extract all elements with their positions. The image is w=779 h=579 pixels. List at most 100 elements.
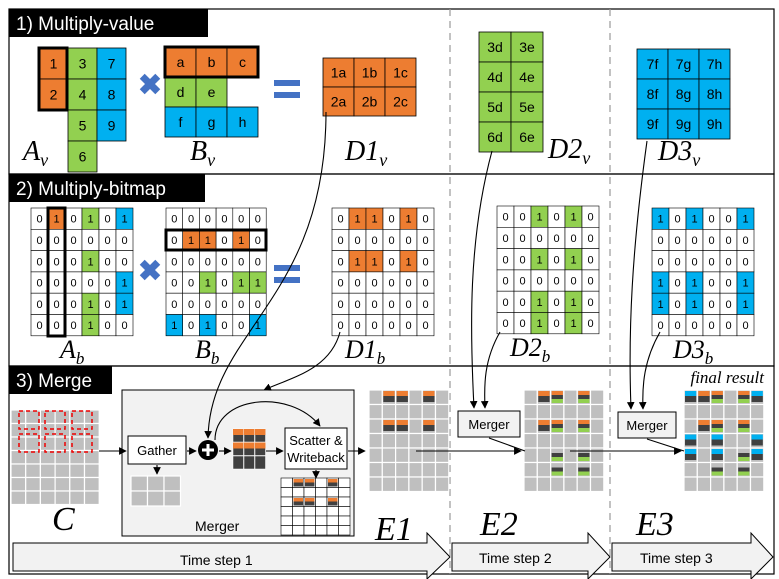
grid-cell-fill [711, 434, 723, 440]
grid-cell-fill [551, 424, 563, 428]
bit-cell-text: 0 [205, 299, 211, 311]
scatter-fill-bot [305, 501, 315, 506]
bit-cell-text: 0 [708, 278, 714, 290]
grid-cell [69, 476, 86, 492]
bit-cell-text: 0 [121, 256, 127, 268]
scatter-cell [280, 506, 293, 517]
grid-cell [54, 422, 71, 438]
bit-cell-text: 0 [238, 256, 244, 268]
scatter-cell [315, 515, 328, 526]
grid-cell [130, 490, 149, 507]
bit-cell-text: 1 [570, 254, 576, 266]
bit-cell-text: 1 [121, 214, 127, 226]
arrow-D1b-to-merger [263, 331, 341, 391]
bit-cell-text: 0 [221, 299, 227, 311]
scatter-cell [280, 525, 293, 536]
grid-cell [723, 461, 738, 478]
bit-cell-text: 0 [121, 320, 127, 332]
gather-region-marker [18, 433, 40, 453]
grid-cell [683, 403, 698, 420]
grid-cell [589, 476, 605, 493]
bit-cell-text: 0 [422, 235, 428, 247]
value-cell [698, 108, 731, 140]
grid-cell-fill [698, 420, 710, 425]
grid-cell-fill [578, 420, 590, 424]
scatter-cell [326, 525, 339, 536]
value-cell-text: 2c [393, 94, 408, 110]
grid-cell-fill [396, 425, 408, 431]
grid-cell-fill [711, 399, 723, 403]
value-cell [510, 91, 544, 123]
label-D1v: D1v [344, 136, 387, 170]
grid-cell [589, 447, 605, 464]
grid-cell [536, 432, 552, 449]
value-cell-text: f [179, 114, 183, 130]
grid-cell-fill [738, 471, 750, 476]
bit-cell-text: 0 [171, 278, 177, 290]
grid-cell [549, 403, 565, 420]
value-cell [510, 121, 544, 153]
grid-cell-fill [423, 391, 435, 396]
value-cell-text: a [177, 54, 185, 70]
bit-cell-text: 1 [536, 297, 542, 309]
arrow-D1v-to-plus [204, 111, 327, 439]
grid-cell-fill [711, 439, 723, 446]
bit-cell-text: 0 [587, 297, 593, 309]
arrow-to-scatter [214, 401, 321, 441]
scatter-fill-bot [305, 482, 315, 487]
grid-cell [408, 476, 423, 493]
grid-cell [54, 476, 71, 492]
bit-cell-text: 0 [519, 212, 525, 224]
bit-cell-text: 0 [725, 235, 731, 247]
bit-cell-text: 1 [570, 318, 576, 330]
label-E2: E2 [479, 506, 518, 543]
label-D3v: D3v [657, 136, 700, 170]
scatter-cell [303, 487, 316, 498]
merge-cell [254, 455, 266, 470]
bit-cell-text: 0 [519, 276, 525, 288]
value-cell-text: b [208, 54, 216, 70]
grid-cell [10, 490, 27, 506]
gather-region-marker [71, 433, 93, 453]
value-cell [96, 78, 127, 111]
bit-cell-text: 0 [221, 278, 227, 290]
timestep-arrow-2: Time step 2 [451, 531, 611, 579]
scatter-writeback-box [284, 427, 348, 470]
label-D3b: D3b [672, 335, 713, 368]
grid-cell-fill [578, 424, 590, 428]
bit-cell-text: 1 [405, 214, 411, 226]
label-C: C [52, 501, 75, 538]
merge-cell [232, 455, 244, 470]
grid-cell [421, 432, 437, 449]
arrow-merger2-to-line [488, 437, 526, 452]
value-cell-text: 8g [676, 86, 692, 102]
scatter-label-line1: Scatter & [289, 433, 343, 448]
bit-cell-text: 0 [371, 299, 377, 311]
bit-cell-text: 0 [221, 256, 227, 268]
value-cell-text: 4 [79, 87, 87, 103]
value-cell-text: 3d [487, 39, 503, 55]
bit-cell-text: 1 [657, 299, 663, 311]
scatter-cell [338, 487, 351, 498]
bit-cell-text: 0 [502, 276, 508, 288]
bit-cell-text: 1 [87, 214, 93, 226]
scatter-cell [292, 515, 305, 526]
bit-cell-text: 0 [171, 214, 177, 226]
equals-icon-1 [274, 80, 300, 98]
Bv-row-highlight [163, 45, 260, 79]
scatter-fill-top [305, 479, 315, 483]
value-cell [478, 121, 512, 153]
grid-cell-fill [538, 396, 550, 402]
grid-cell [749, 403, 765, 420]
bit-cell-text: 0 [587, 318, 593, 330]
value-cell-text: 8 [108, 87, 116, 103]
label-Ab: Ab [58, 335, 84, 368]
merge-cell-top [244, 429, 255, 435]
grid-cell [723, 447, 738, 464]
grid-cell [434, 389, 450, 406]
bit-cell-text: 0 [188, 299, 194, 311]
bit-cell-text: 0 [502, 212, 508, 224]
grid-cell [523, 476, 538, 493]
grid-cell-fill [685, 439, 697, 446]
merge-cell [243, 455, 255, 470]
